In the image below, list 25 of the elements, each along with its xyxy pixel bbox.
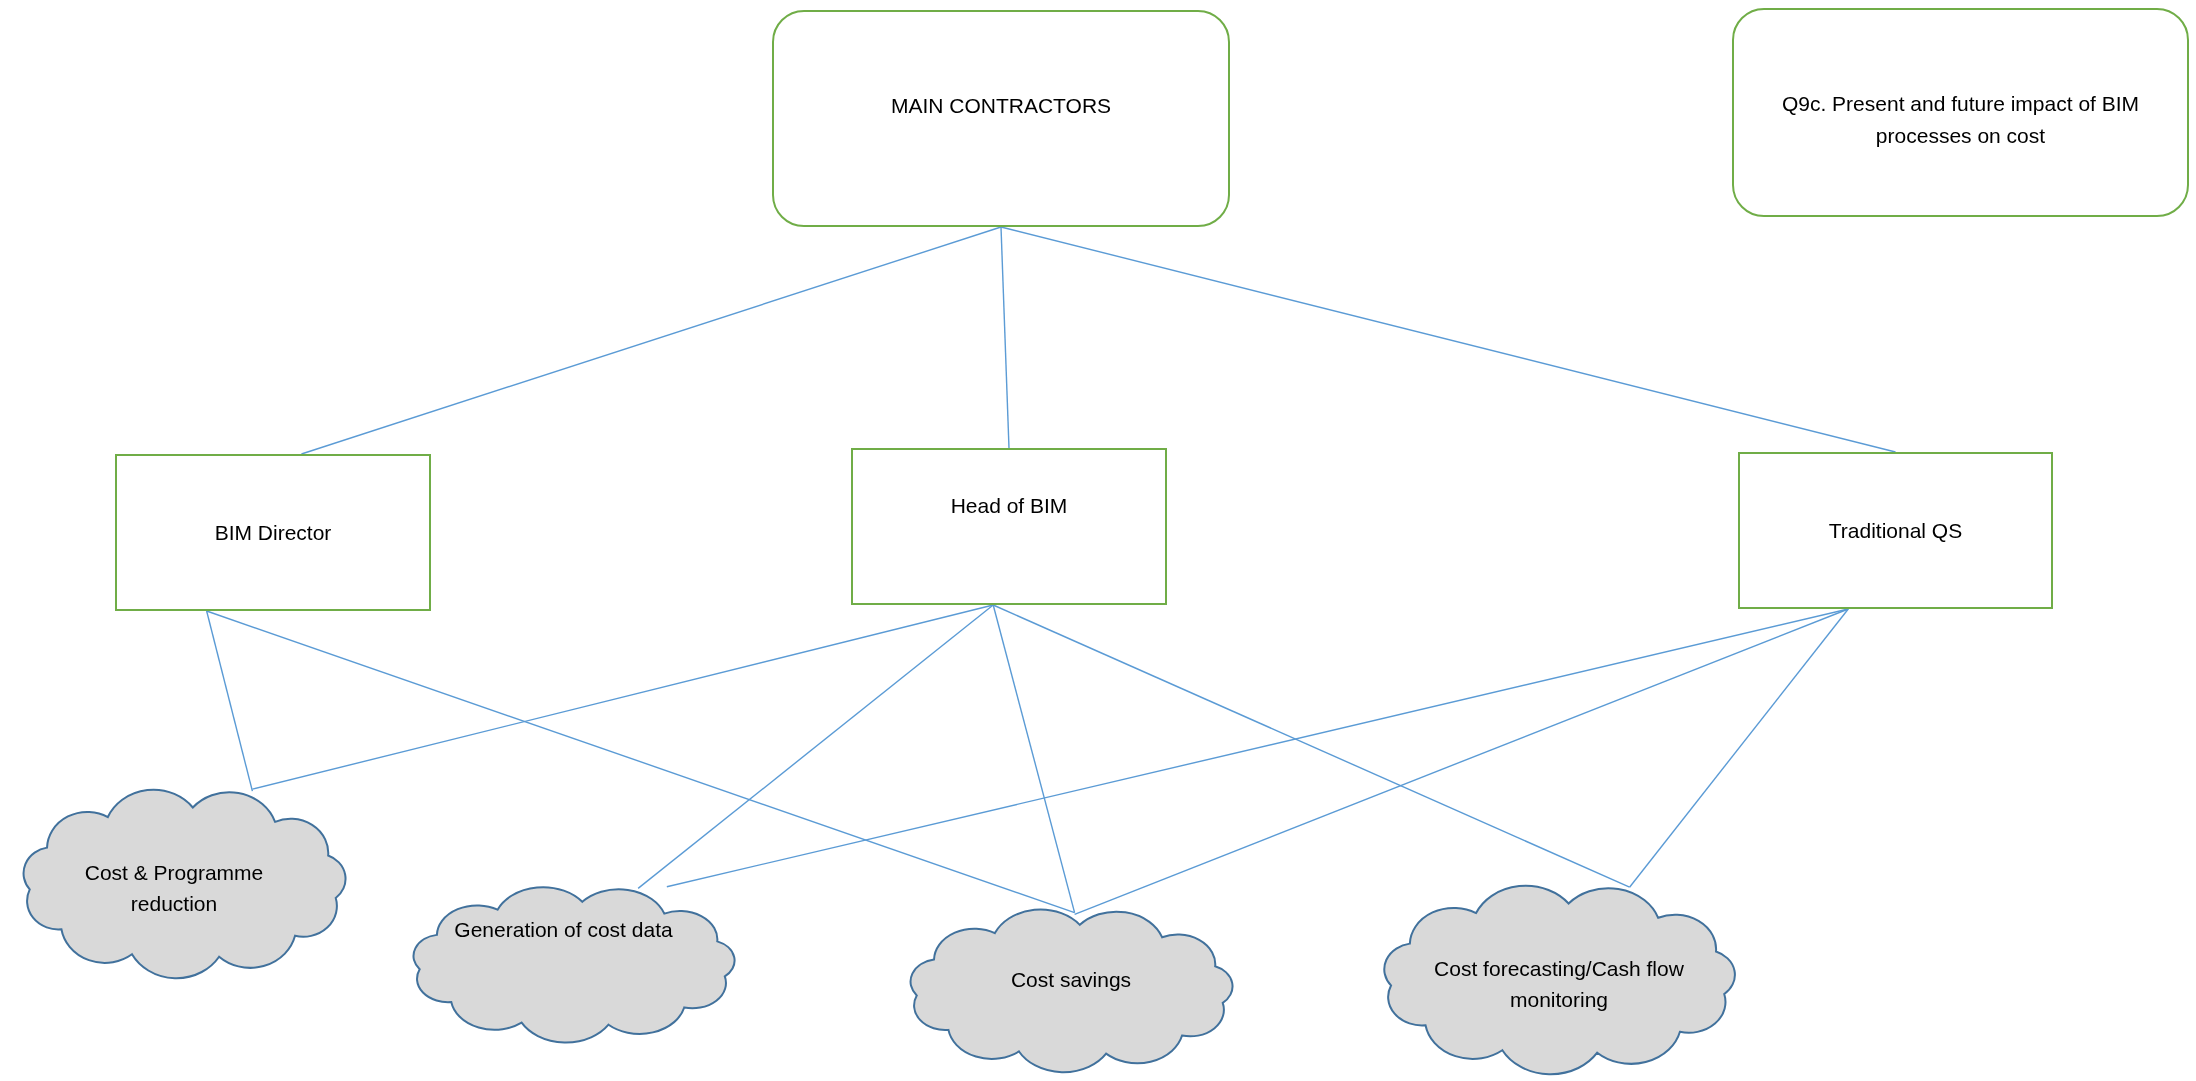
rounded-box [772, 10, 1230, 227]
process-box [1738, 452, 2053, 609]
connector-line [251, 604, 994, 790]
connector-line [205, 610, 1076, 914]
node-label: BIM Director [214, 519, 332, 546]
connector-line [1000, 226, 1010, 449]
node-label: Cost & Programme reduction [83, 859, 265, 917]
node-label: Head of BIM [950, 493, 1068, 519]
node-label: Cost forecasting/Cash flow monitoring [1433, 955, 1685, 1013]
rounded-box [1732, 8, 2189, 217]
node-label: Generation of cost data [454, 917, 673, 943]
process-box [115, 454, 431, 611]
connector-line [1073, 608, 1849, 916]
connector-line [300, 226, 1002, 455]
connector-line [637, 604, 994, 890]
connector-line [992, 604, 1631, 888]
connector-line [1628, 608, 1849, 888]
node-label: Traditional QS [1828, 517, 1963, 544]
node-label: Cost savings [1010, 967, 1132, 994]
connector-line [205, 610, 254, 792]
connector-line [992, 604, 1076, 914]
node-label: Q9c. Present and future impact of BIM processes on cost [1780, 91, 2141, 149]
node-label: MAIN CONTRACTORS [890, 93, 1112, 119]
connector-line [1000, 226, 1897, 453]
process-box [851, 448, 1167, 605]
